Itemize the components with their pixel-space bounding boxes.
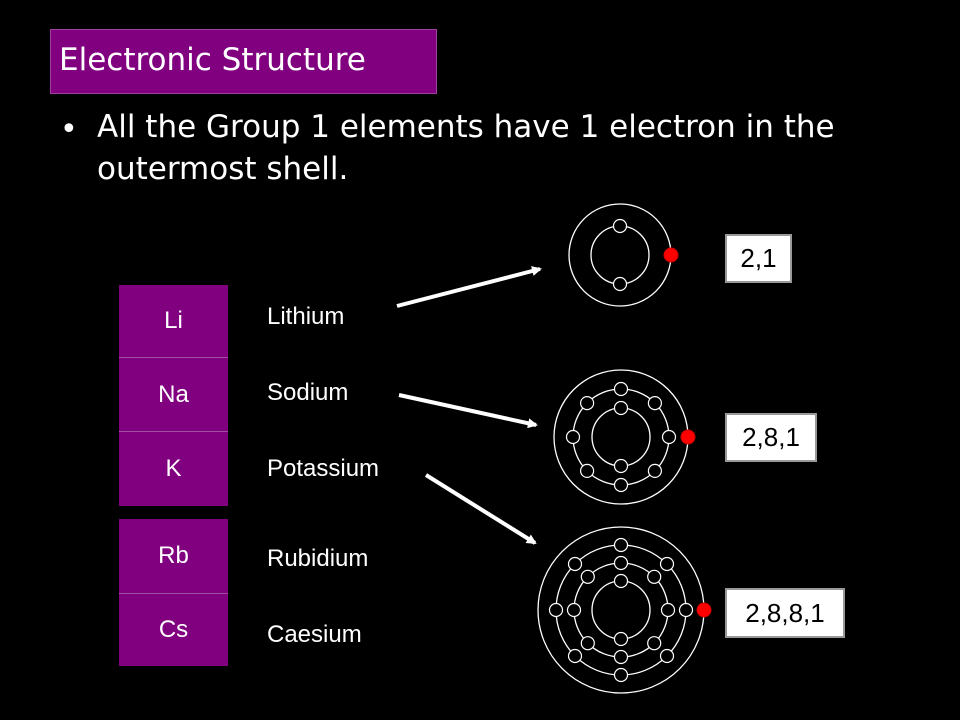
electron xyxy=(580,636,595,651)
electron xyxy=(661,429,677,445)
element-name-potassium: Potassium xyxy=(267,455,380,482)
electron xyxy=(613,631,629,647)
electron xyxy=(613,400,629,416)
electron xyxy=(659,556,675,572)
electron xyxy=(612,276,628,292)
element-cell-na: Na xyxy=(119,357,228,431)
element-cell-rb: Rb xyxy=(119,519,228,593)
electron xyxy=(660,602,676,618)
electron xyxy=(647,569,662,584)
atom-li xyxy=(568,203,679,307)
electron xyxy=(647,636,662,651)
electron xyxy=(613,573,629,589)
bullet-marker: • xyxy=(60,112,78,147)
atom-na xyxy=(553,369,696,505)
electron xyxy=(613,667,629,683)
outer-electron xyxy=(680,429,696,445)
title-box: Electronic Structure xyxy=(50,29,437,94)
arrow-lithium xyxy=(396,266,542,308)
atom-k xyxy=(537,526,712,694)
shell-ring xyxy=(591,580,651,640)
element-cell-li: Li xyxy=(119,285,228,357)
electron xyxy=(612,218,628,234)
config-box-potassium: 2,8,8,1 xyxy=(725,588,845,638)
electron xyxy=(613,649,629,665)
shell-ring xyxy=(590,225,650,285)
element-name-lithium: Lithium xyxy=(267,303,345,330)
electron xyxy=(580,569,595,584)
electron xyxy=(566,602,582,618)
electron xyxy=(567,556,583,572)
element-name-sodium: Sodium xyxy=(267,379,349,406)
element-name-rubidium: Rubidium xyxy=(267,545,369,572)
electron xyxy=(548,602,564,618)
slide-title: Electronic Structure xyxy=(59,42,366,78)
arrow-potassium xyxy=(424,473,537,545)
electron xyxy=(678,602,694,618)
electron xyxy=(613,458,629,474)
electron xyxy=(565,429,581,445)
electron xyxy=(647,463,663,478)
arrow-sodium xyxy=(398,393,538,429)
electron xyxy=(613,381,629,397)
outer-electron xyxy=(696,602,712,618)
electron xyxy=(579,463,595,478)
shell-ring xyxy=(591,407,651,467)
element-cell-k: K xyxy=(119,431,228,506)
outer-electron xyxy=(663,247,679,263)
electron xyxy=(659,648,675,664)
electron xyxy=(647,396,663,411)
electron xyxy=(613,477,629,493)
electron xyxy=(567,648,583,664)
electron xyxy=(613,555,629,571)
config-box-lithium: 2,1 xyxy=(725,234,792,283)
config-box-sodium: 2,8,1 xyxy=(725,413,817,462)
electron xyxy=(579,396,595,411)
element-cell-cs: Cs xyxy=(119,593,228,666)
bullet-text: All the Group 1 elements have 1 electron… xyxy=(97,109,835,187)
electron xyxy=(613,537,629,553)
element-name-caesium: Caesium xyxy=(267,621,362,648)
